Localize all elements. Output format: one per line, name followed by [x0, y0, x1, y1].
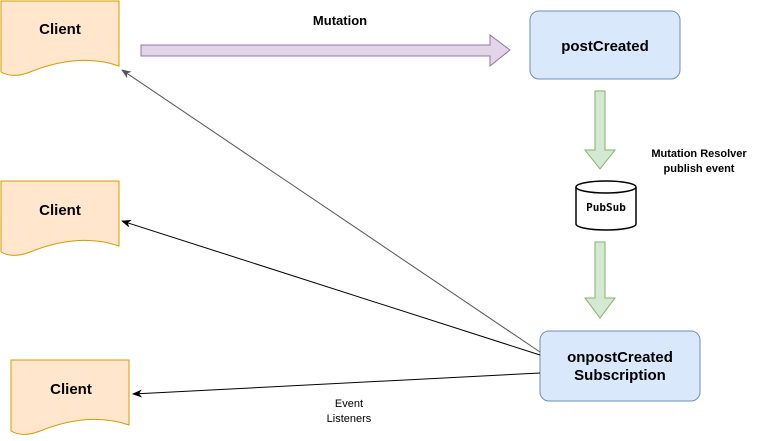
mutation-arrow	[140, 34, 511, 68]
connector-client-1	[121, 69, 541, 353]
subscription-label-line2: Subscription	[574, 367, 666, 384]
listeners-label-line1: Event	[335, 398, 363, 410]
pubsub-label: PubSub	[586, 201, 626, 214]
notify-arrow	[584, 241, 616, 319]
listeners-label-line2: Listeners	[327, 413, 372, 425]
client-node-3[interactable]: Client	[10, 359, 130, 435]
client-label-3: Client	[50, 381, 92, 398]
post-created-label: postCreated	[561, 38, 649, 55]
subscription-label-line1: onpostCreated	[567, 349, 673, 366]
client-label-2: Client	[39, 202, 81, 219]
mutation-label: Mutation	[313, 13, 367, 28]
subscription-node[interactable]: onpostCreated Subscription	[539, 330, 701, 402]
client-node-1[interactable]: Client	[0, 0, 120, 76]
client-node-2[interactable]: Client	[0, 180, 120, 256]
client-label-1: Client	[39, 21, 81, 38]
connector-client-2	[121, 219, 541, 356]
pubsub-node[interactable]: PubSub	[575, 180, 637, 231]
resolver-label-line1: Mutation Resolver	[651, 148, 747, 160]
resolver-label-line2: publish event	[664, 163, 735, 175]
publish-arrow	[583, 90, 617, 170]
post-created-node[interactable]: postCreated	[529, 10, 681, 80]
connector-client-3	[132, 372, 541, 398]
